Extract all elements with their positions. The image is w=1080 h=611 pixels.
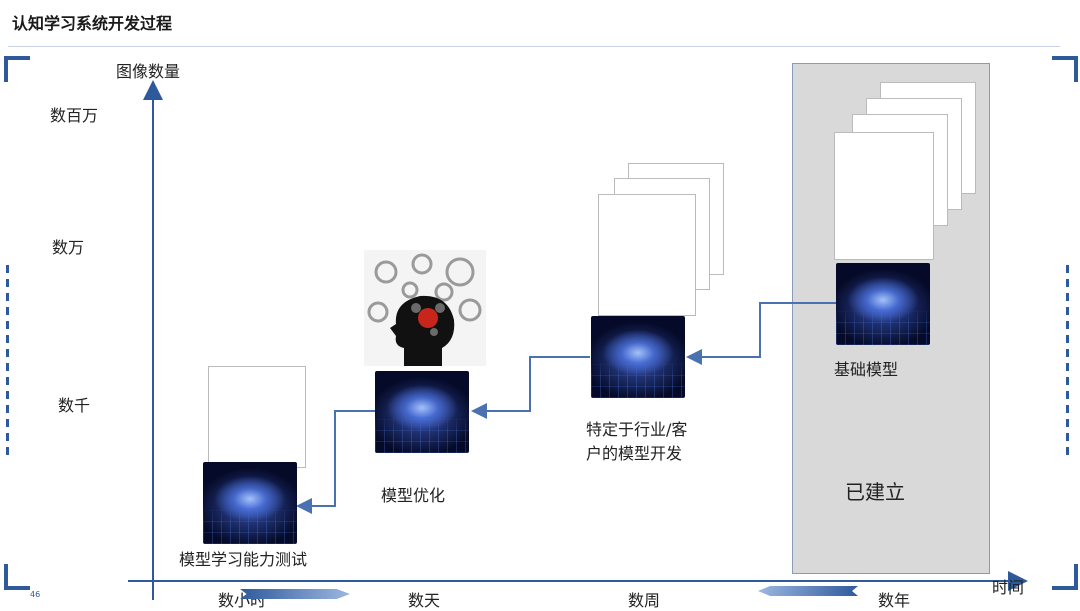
brain-network-icon: [375, 371, 469, 453]
stage-label-industry-line2: 户的模型开发: [586, 444, 683, 463]
corner-bracket-top-right: [1052, 56, 1078, 82]
image-stack-large-front: [834, 132, 934, 260]
x-level-years: 数年: [878, 591, 911, 610]
gears-head-icon: [364, 250, 486, 366]
corner-bracket-bottom-left: [4, 564, 30, 590]
stage-label-industry-line1: 特定于行业/客: [586, 420, 688, 439]
image-stack-small: [208, 366, 306, 468]
corner-bracket-top-left: [4, 56, 30, 82]
stage-label-optimization: 模型优化: [381, 486, 446, 505]
established-label: 已建立: [845, 480, 905, 504]
arrow-optimization-to-test: [296, 410, 375, 514]
brain-network-icon: [203, 462, 297, 544]
brain-network-icon: [591, 316, 685, 398]
image-stack-medium-front: [598, 194, 696, 316]
stage-label-foundation: 基础模型: [834, 360, 899, 379]
left-edge-dashes: [6, 265, 9, 455]
y-level-millions: 数百万: [50, 106, 99, 125]
stage-label-test: 模型学习能力测试: [179, 550, 308, 569]
x-axis-title: 时间: [992, 578, 1025, 597]
y-level-thousands: 数千: [58, 396, 91, 415]
y-level-tens-of-thousands: 数万: [52, 238, 85, 257]
arrow-industry-to-optimization: [471, 356, 590, 419]
corner-bracket-bottom-right: [1052, 564, 1078, 590]
x-level-days: 数天: [408, 591, 441, 610]
page-title: 认知学习系统开发过程: [12, 14, 173, 33]
arrow-foundation-to-industry: [686, 302, 836, 365]
x-level-weeks: 数周: [628, 591, 661, 610]
bottom-decor-left: [240, 589, 350, 599]
right-edge-dashes: [1066, 265, 1069, 455]
brain-network-icon: [836, 263, 930, 345]
bottom-decor-right: [758, 586, 858, 596]
title-divider: [8, 46, 1060, 47]
y-axis-title: 图像数量: [116, 62, 181, 81]
page-number: 46: [30, 590, 41, 599]
